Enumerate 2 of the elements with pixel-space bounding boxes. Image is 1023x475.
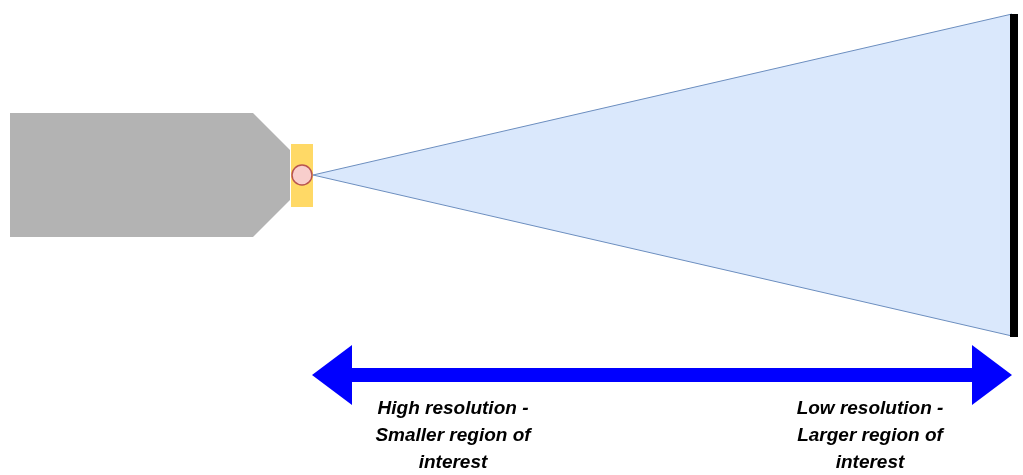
range-note: High resolution - Smaller region of interest (374, 396, 533, 474)
range-note: Low resolution - Larger region of interest (795, 396, 946, 474)
